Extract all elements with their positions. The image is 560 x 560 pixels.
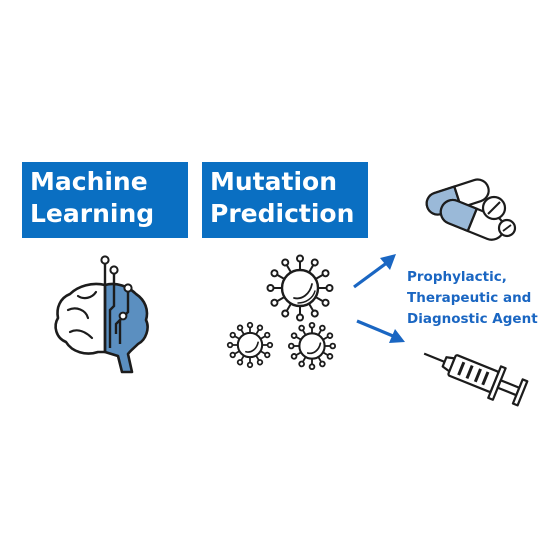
machine-learning-label: Machine Learning [22, 162, 188, 238]
virus-icon [287, 321, 337, 371]
arrow-icon [353, 254, 396, 289]
arrow-icon [356, 319, 405, 343]
virus-icon [266, 254, 334, 322]
syringe-icon [423, 352, 529, 407]
virus-icon [226, 321, 274, 369]
agent-label-line-1: Prophylactic, [407, 269, 507, 285]
mutation-prediction-line-2: Prediction [210, 199, 355, 228]
machine-learning-line-2: Learning [30, 199, 155, 228]
machine-learning-line-1: Machine [30, 167, 148, 196]
mutation-prediction-label: Mutation Prediction [202, 162, 368, 238]
agent-label-line-3: Diagnostic Agent [407, 311, 538, 327]
mutation-prediction-line-1: Mutation [210, 167, 337, 196]
pills-icon [425, 178, 517, 241]
agent-label-line-2: Therapeutic and [407, 290, 532, 306]
brain-circuit-icon [54, 255, 149, 374]
agent-label: Prophylactic, Therapeutic and Diagnostic… [407, 267, 538, 330]
